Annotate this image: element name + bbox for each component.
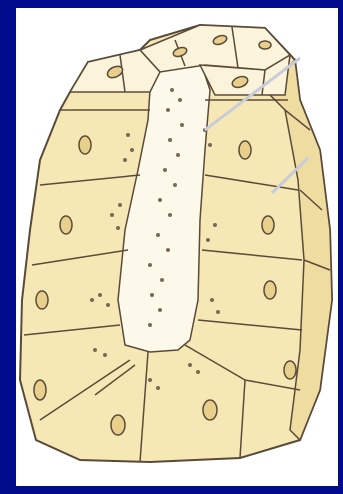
epithelium-illustration xyxy=(0,0,343,494)
